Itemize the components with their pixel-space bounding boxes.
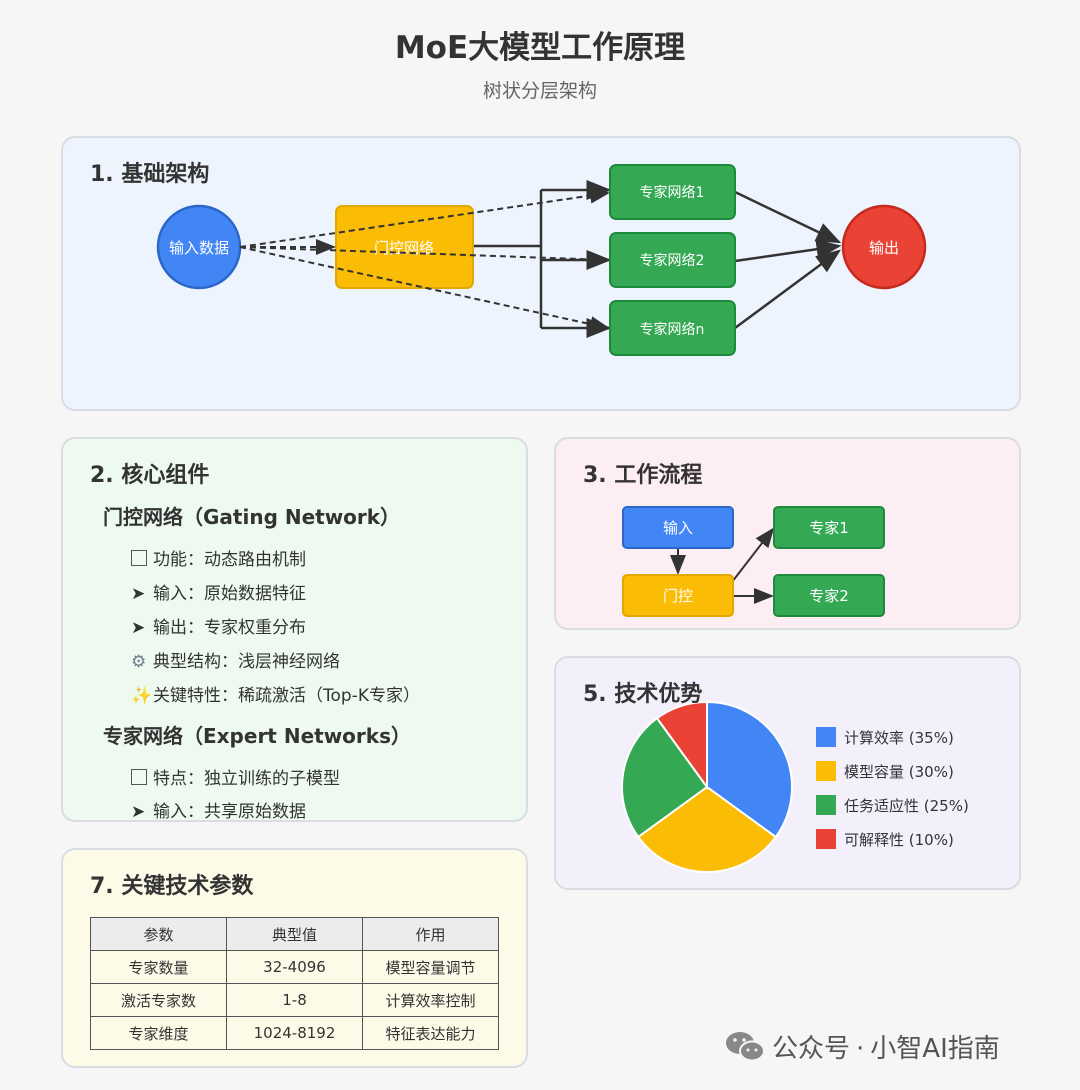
watermark-dot: · — [856, 1034, 865, 1064]
table-row: 专家维度 1024-8192 特征表达能力 — [90, 1016, 499, 1050]
gate-network-node — [335, 205, 474, 289]
basic-architecture-panel: 1. 基础架构 输入数据 门控网络 专家网络1 专家网络2 专家网络n 输出 — [61, 136, 1021, 411]
arrow-icon: ➤ — [131, 802, 146, 822]
table-cell: 1-8 — [226, 983, 363, 1017]
page-title: MoE大模型工作原理 — [394, 30, 686, 66]
gate-to-expert1-arrow — [731, 527, 775, 583]
workflow-panel: 3. 工作流程 输入 门控 专家1 专家2 — [554, 437, 1021, 630]
expert-node-2-label: 专家网络2 — [640, 252, 705, 269]
table-cell: 激活专家数 — [90, 983, 227, 1017]
legend-item-3: 任务适应性 (25%) — [816, 795, 969, 816]
legend-swatch-yellow — [816, 761, 836, 781]
section1-title: 1. 基础架构 — [90, 162, 210, 187]
gating-item-structure: ⚙典型结构：浅层神经网络 — [131, 652, 340, 672]
gear-icon: ⚙ — [131, 652, 147, 672]
workflow-input-node — [622, 506, 734, 549]
pie-slice-2 — [636, 785, 778, 873]
watermark: 公众号·小智AI指南 — [724, 1028, 1000, 1065]
section3-title: 3. 工作流程 — [583, 463, 703, 488]
expertn-to-output-arrow — [734, 249, 842, 330]
expert-node-n-label: 专家网络n — [640, 321, 705, 338]
wechat-icon — [726, 1032, 765, 1062]
section5-title: 5. 技术优势 — [583, 682, 703, 707]
pie-slice-3 — [621, 716, 709, 839]
workflow-expert1-node — [773, 506, 885, 549]
gating-item-output: ➤输出：专家权重分布 — [131, 618, 306, 638]
workflow-gate-node — [622, 574, 734, 617]
gating-item-feature: ✨关键特性：稀疏激活（Top-K专家） — [131, 686, 420, 706]
output-node — [841, 204, 927, 290]
output-label: 输出 — [869, 239, 899, 257]
table-row: 激活专家数 1-8 计算效率控制 — [90, 983, 499, 1017]
table-cell: 特征表达能力 — [362, 1016, 499, 1050]
expert-node-1 — [609, 164, 736, 220]
checkbox-icon — [131, 550, 147, 566]
architecture-diagram: 输入数据 门控网络 专家网络1 专家网络2 专家网络n 输出 — [156, 164, 927, 356]
section2-title: 2. 核心组件 — [90, 463, 210, 488]
experts-item-input: ➤输入：共享原始数据 — [131, 802, 306, 822]
table-cell: 计算效率控制 — [362, 983, 499, 1017]
table-row: 专家数量 32-4096 模型容量调节 — [90, 950, 499, 984]
gate-network-label: 门控网络 — [374, 239, 434, 257]
advantages-panel: 5. 技术优势 计算效率 (35%) 模型容量 (30%) 任务适应性 (25%… — [554, 656, 1021, 890]
advantages-pie-chart — [621, 700, 793, 873]
watermark-right: 小智AI指南 — [870, 1034, 1000, 1064]
arrow-icon: ➤ — [131, 618, 146, 638]
column-header: 作用 — [362, 917, 499, 951]
sparkles-icon: ✨ — [131, 686, 153, 706]
table-cell: 专家数量 — [90, 950, 227, 984]
expert-node-n — [609, 300, 736, 356]
expert-node-2 — [609, 232, 736, 288]
workflow-expert2-node — [773, 574, 885, 617]
legend-item-4: 可解释性 (10%) — [816, 829, 954, 850]
column-header: 典型值 — [226, 917, 363, 951]
parameters-table: 参数 典型值 作用 专家数量 32-4096 模型容量调节 激活专家数 1-8 … — [90, 917, 499, 1050]
experts-item-feature: 特点：独立训练的子模型 — [131, 764, 340, 789]
input-to-expertn-dashed-arrow — [239, 246, 610, 332]
gating-item-input: ➤输入：原始数据特征 — [131, 584, 306, 604]
gating-item-function: 功能：动态路由机制 — [131, 545, 306, 570]
column-header: 参数 — [90, 917, 227, 951]
expert2-to-output-arrow — [734, 239, 842, 263]
workflow-gate-label: 门控 — [663, 587, 693, 605]
workflow-input-label: 输入 — [663, 519, 693, 537]
legend-swatch-blue — [816, 727, 836, 747]
table-cell: 模型容量调节 — [362, 950, 499, 984]
legend-item-1: 计算效率 (35%) — [816, 727, 954, 748]
expert-node-1-label: 专家网络1 — [640, 184, 705, 201]
expert1-to-output-arrow — [734, 190, 842, 244]
watermark-left: 公众号 — [772, 1034, 851, 1064]
table-header-row: 参数 典型值 作用 — [90, 917, 499, 951]
table-cell: 1024-8192 — [226, 1016, 363, 1050]
core-components-panel: 2. 核心组件 门控网络（Gating Network） 功能：动态路由机制 ➤… — [61, 437, 528, 822]
workflow-expert1-label: 专家1 — [809, 519, 849, 537]
page-subtitle: 树状分层架构 — [482, 80, 597, 102]
workflow-expert2-label: 专家2 — [809, 587, 849, 605]
legend-swatch-green — [816, 795, 836, 815]
pie-slice-4 — [655, 700, 708, 791]
gating-heading: 门控网络（Gating Network） — [103, 505, 401, 529]
legend-swatch-red — [816, 829, 836, 849]
key-parameters-panel: 7. 关键技术参数 参数 典型值 作用 专家数量 32-4096 模型容量调节 … — [61, 848, 528, 1068]
section7-title: 7. 关键技术参数 — [90, 874, 254, 899]
checkbox-icon — [131, 769, 147, 785]
arrow-icon: ➤ — [131, 584, 146, 604]
input-data-label: 输入数据 — [169, 239, 229, 257]
table-cell: 32-4096 — [226, 950, 363, 984]
input-to-expert2-dashed-arrow — [239, 246, 610, 268]
experts-heading: 专家网络（Expert Networks） — [103, 724, 411, 748]
input-to-expert1-dashed-arrow — [239, 187, 610, 248]
legend-item-2: 模型容量 (30%) — [816, 761, 954, 782]
pie-slice-1 — [706, 700, 793, 839]
table-cell: 专家维度 — [90, 1016, 227, 1050]
workflow-diagram: 输入 门控 专家1 专家2 — [622, 506, 885, 617]
